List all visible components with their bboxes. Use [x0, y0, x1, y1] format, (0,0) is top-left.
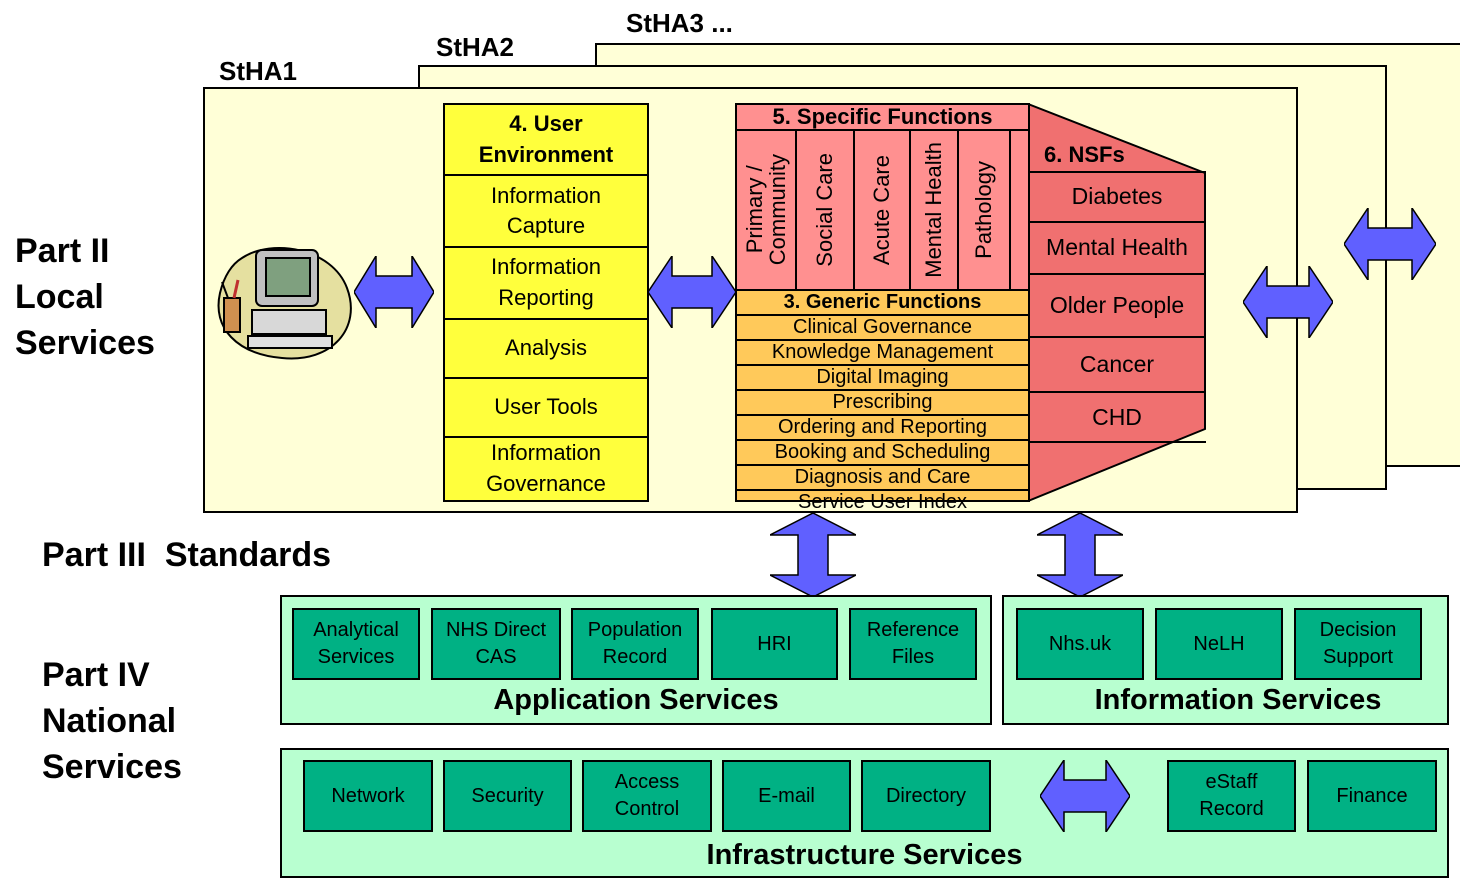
double-arrow-icon: [1037, 513, 1123, 597]
nsf-mental-health: Mental Health: [1028, 220, 1206, 273]
stha3-label: StHA3 ...: [626, 8, 733, 38]
nsf-cancer: Cancer: [1028, 335, 1206, 392]
email-box: E-mail: [722, 760, 851, 832]
computer-icon: [217, 247, 352, 360]
information-services-label: Information Services: [1094, 684, 1382, 716]
specific-pathology: Pathology: [959, 131, 1011, 289]
nsfs-list: Diabetes Mental Health Older People Canc…: [1028, 171, 1206, 443]
specific-blank: [1011, 131, 1028, 289]
specific-functions-box: 5. Specific Functions Primary /Community…: [735, 103, 1030, 291]
directory-box: Directory: [861, 760, 991, 832]
double-arrow-icon: [1243, 266, 1333, 338]
hri-box: HRI: [711, 608, 838, 680]
part3-label: Part III Standards: [42, 536, 332, 574]
double-arrow-icon: [354, 256, 434, 328]
user-tools: User Tools: [445, 379, 647, 439]
double-arrow-icon: [770, 513, 856, 597]
generic-clinical-governance: Clinical Governance: [737, 316, 1028, 341]
application-services-label: Application Services: [493, 684, 779, 716]
analysis: Analysis: [445, 320, 647, 380]
nsf-diabetes: Diabetes: [1028, 171, 1206, 221]
double-arrow-icon: [648, 256, 736, 328]
nsf-chd: CHD: [1028, 391, 1206, 443]
generic-diagnosis-care: Diagnosis and Care: [737, 466, 1028, 491]
generic-functions-box: 3. Generic Functions Clinical Governance…: [735, 289, 1030, 513]
generic-service-user-index: Service User Index: [798, 491, 967, 513]
specific-mental-health: Mental Health: [911, 131, 959, 289]
specific-social-care: Social Care: [797, 131, 855, 289]
specific-functions-title: 5. Specific Functions: [737, 105, 1028, 131]
network-box: Network: [303, 760, 433, 832]
generic-booking-scheduling: Booking and Scheduling: [737, 441, 1028, 466]
finance-box: Finance: [1307, 760, 1437, 832]
infrastructure-services-label: Infrastructure Services: [706, 839, 1023, 871]
generic-knowledge-management: Knowledge Management: [737, 341, 1028, 366]
double-arrow-icon: [1344, 208, 1436, 280]
generic-prescribing: Prescribing: [737, 391, 1028, 416]
nelh-box: NeLH: [1155, 608, 1283, 680]
nsfs-title: 6. NSFs: [1044, 142, 1125, 167]
stha2-label: StHA2: [436, 32, 515, 62]
generic-functions-title: 3. Generic Functions: [737, 291, 1028, 316]
double-arrow-icon: [1040, 760, 1130, 832]
generic-ordering-reporting: Ordering and Reporting: [737, 416, 1028, 441]
nhs-uk-box: Nhs.uk: [1016, 608, 1144, 680]
stha1-label: StHA1: [219, 56, 298, 86]
specific-primary-community: Primary /Community: [737, 131, 797, 289]
nsf-older-people: Older People: [1028, 272, 1206, 336]
security-box: Security: [443, 760, 572, 832]
specific-acute-care: Acute Care: [855, 131, 911, 289]
generic-digital-imaging: Digital Imaging: [737, 366, 1028, 391]
